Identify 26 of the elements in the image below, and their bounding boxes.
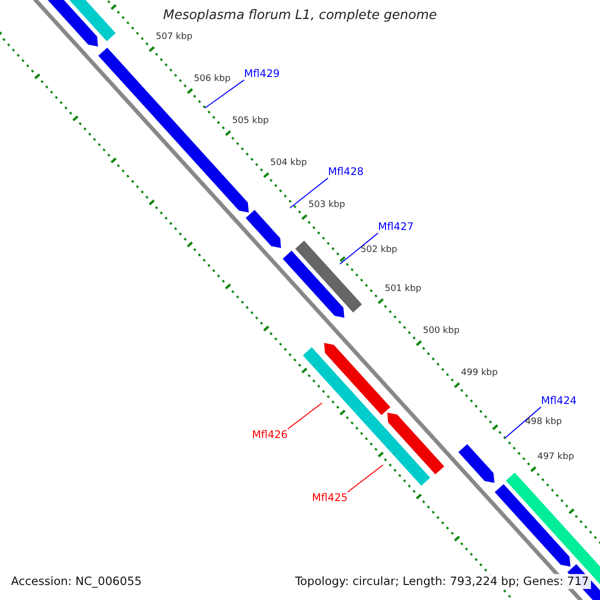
scale-label: 500 kbp	[422, 326, 460, 337]
leader-line	[204, 80, 244, 108]
diagram-title: Mesoplasma florum L1, complete genome	[162, 9, 438, 24]
gene-label: Mfl428	[328, 166, 364, 178]
gene-label: Mfl429	[244, 68, 280, 80]
gene-label: Mfl424	[541, 395, 577, 408]
leader-line	[287, 402, 322, 430]
leader-line	[347, 464, 384, 492]
gene-label: Mfl426	[252, 429, 288, 442]
gene-label: Mfl425	[312, 492, 348, 504]
leader-line	[290, 178, 328, 208]
genome-info-text: Topology: circular; Length: 793,224 bp; Genes: 717	[293, 574, 591, 590]
scale-label: 504 kbp	[270, 158, 307, 168]
leader-line	[504, 406, 542, 438]
leader-line	[340, 232, 378, 264]
scale-label: 498 kbp	[525, 417, 562, 428]
scale-label: 497 kbp	[537, 452, 574, 463]
scale-label: 505 kbp	[232, 116, 269, 126]
gene-label: Mfl427	[378, 221, 414, 234]
scale-label: 507 kbp	[156, 32, 192, 42]
scale-label: 506 kbp	[194, 74, 231, 84]
scale-label: 501 kbp	[384, 284, 422, 294]
scale-label: 499 kbp	[461, 368, 498, 379]
accession-text: Accession: NC_006055	[9, 574, 144, 590]
scale-label: 503 kbp	[308, 200, 346, 210]
scale-label: 502 kbp	[360, 245, 398, 256]
